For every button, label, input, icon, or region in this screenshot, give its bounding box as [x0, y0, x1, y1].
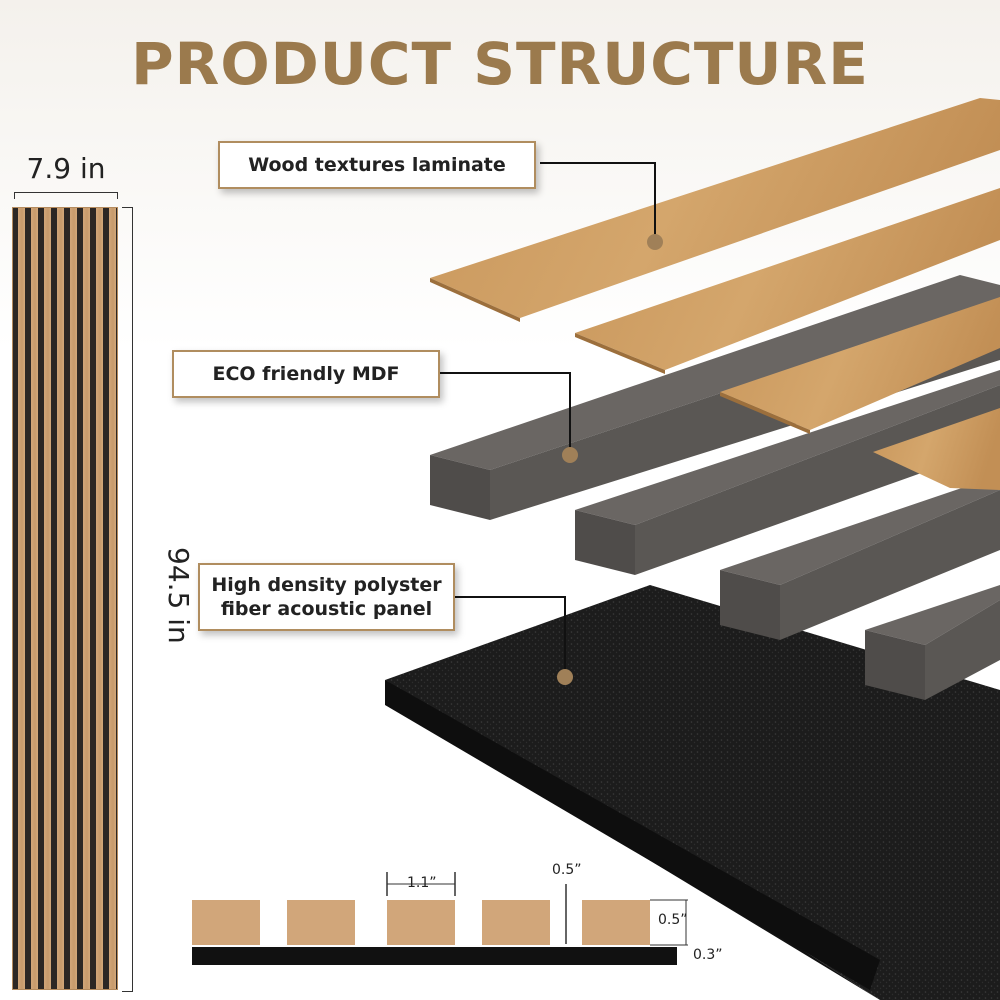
slat-width-label: 1.1”	[407, 875, 437, 891]
mdf-slat-3	[720, 475, 1000, 640]
label-wood-laminate-text: Wood textures laminate	[248, 154, 506, 176]
slat-height-label: 0.5”	[658, 912, 688, 928]
label-eco-mdf-text: ECO friendly MDF	[212, 363, 400, 385]
label-acoustic-felt: High density polyster fiber acoustic pan…	[198, 563, 455, 631]
felt-base-layer	[385, 585, 1000, 1000]
felt-leader-dot	[557, 669, 573, 685]
panel-width-dimension-line	[14, 192, 118, 199]
laminate-strip-1	[430, 98, 1000, 322]
label-wood-laminate: Wood textures laminate	[218, 141, 536, 189]
laminate-leader-line	[540, 162, 656, 242]
label-eco-mdf: ECO friendly MDF	[172, 350, 440, 398]
mdf-leader-dot	[562, 447, 578, 463]
slat-panel-front-view	[12, 207, 118, 990]
mdf-leader-line	[440, 372, 571, 455]
gap-label: 0.5”	[552, 862, 582, 878]
mdf-slat-2	[575, 370, 1000, 575]
page-title: PRODUCT STRUCTURE	[131, 30, 869, 98]
panel-height-label: 94.5 in	[162, 546, 195, 644]
laminate-strip-3	[720, 297, 1000, 434]
laminate-leader-dot	[647, 234, 663, 250]
mdf-slat-4	[865, 585, 1000, 700]
laminate-strip-2	[575, 188, 1000, 374]
base-thickness-label: 0.3”	[693, 947, 723, 963]
felt-leader-line	[455, 596, 566, 677]
panel-height-dimension-line	[122, 207, 133, 992]
cross-section-diagram	[192, 872, 688, 965]
panel-width-label: 7.9 in	[26, 152, 106, 185]
label-acoustic-felt-text: High density polyster fiber acoustic pan…	[211, 574, 442, 620]
laminate-strip-4	[873, 408, 1000, 490]
